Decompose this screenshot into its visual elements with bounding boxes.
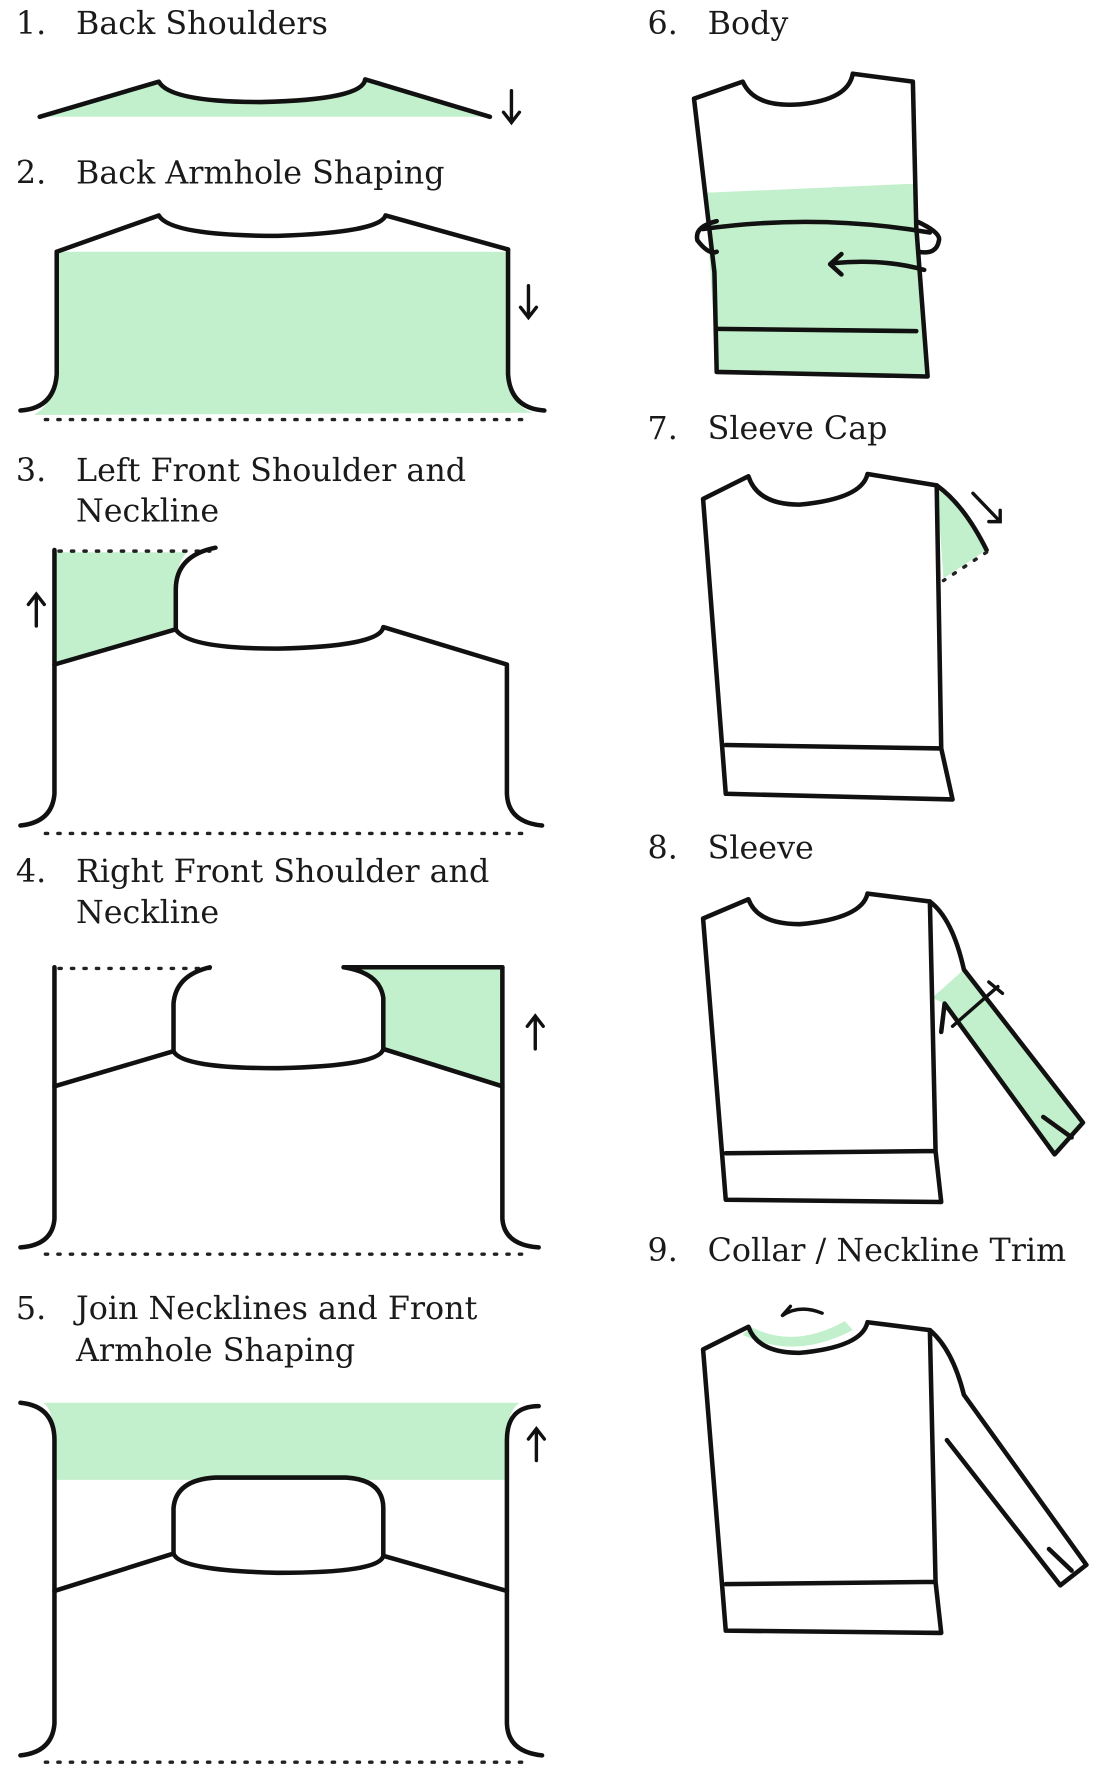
sleeve-illustration xyxy=(700,891,1086,1205)
step-number: 2. xyxy=(16,156,46,192)
step-title: Sleeve Cap xyxy=(708,411,888,447)
step-number: 3. xyxy=(16,453,46,489)
step-number: 1. xyxy=(16,6,46,42)
arrow-down-icon xyxy=(501,89,522,126)
step-7-label: 7. Sleeve Cap xyxy=(648,411,888,447)
join-necklines-illustration xyxy=(18,1400,547,1764)
step-title: Left Front Shoulder and xyxy=(76,453,466,489)
arrow-up-icon xyxy=(26,591,46,628)
step-title: Sleeve xyxy=(708,830,814,866)
step-number: 9. xyxy=(648,1233,678,1269)
step-title: Back Shoulders xyxy=(76,6,328,42)
step-number: 8. xyxy=(648,830,678,866)
arrow-icon xyxy=(971,491,1002,524)
step-1-label: 1. Back Shoulders xyxy=(16,6,328,42)
back-armhole-illustration xyxy=(18,213,547,422)
step-title: Body xyxy=(708,6,789,42)
step-number: 5. xyxy=(16,1291,46,1327)
arrow-up-icon xyxy=(525,1013,545,1051)
right-front-illustration xyxy=(18,965,545,1256)
sleeve-cap-illustration xyxy=(700,471,1002,802)
body-illustration xyxy=(691,71,942,379)
arrow-up-icon xyxy=(526,1426,547,1463)
collar-illustration xyxy=(700,1304,1089,1636)
step-9-label: 9. Collar / Neckline Trim xyxy=(648,1233,1067,1269)
left-front-illustration xyxy=(18,545,545,836)
step-4-label: 4. Right Front Shoulder and Neckline xyxy=(16,854,489,931)
step-title: Join Necklines and Front xyxy=(73,1291,478,1327)
back-shoulders-illustration xyxy=(37,77,522,126)
step-8-label: 8. Sleeve xyxy=(648,830,814,866)
step-title: Collar / Neckline Trim xyxy=(708,1233,1067,1269)
step-number: 6. xyxy=(648,6,678,42)
step-title-line-2: Armhole Shaping xyxy=(75,1333,355,1369)
step-title: Back Armhole Shaping xyxy=(76,156,445,192)
step-title: Right Front Shoulder and xyxy=(76,854,489,890)
step-2-label: 2. Back Armhole Shaping xyxy=(16,156,445,192)
step-5-label: 5. Join Necklines and Front Armhole Shap… xyxy=(16,1291,478,1369)
step-number: 4. xyxy=(16,854,46,890)
step-number: 7. xyxy=(648,411,678,447)
step-title-line-2: Neckline xyxy=(76,494,219,530)
step-6-label: 6. Body xyxy=(648,6,789,42)
step-title-line-2: Neckline xyxy=(76,895,219,931)
step-3-label: 3. Left Front Shoulder and Neckline xyxy=(16,453,466,530)
arrow-down-icon xyxy=(518,284,539,321)
